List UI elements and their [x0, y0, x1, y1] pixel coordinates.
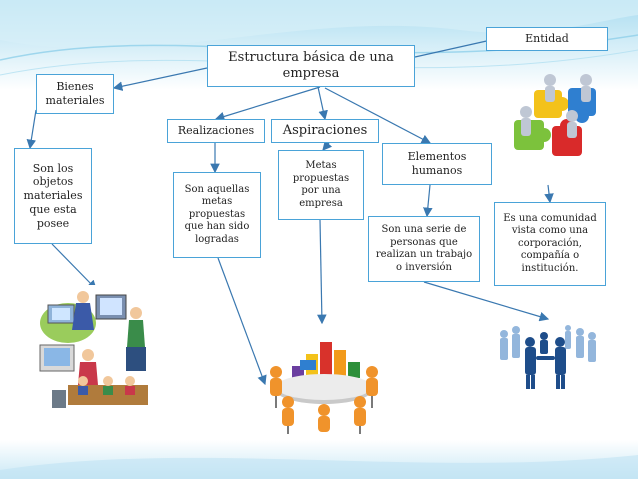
node-aspiraciones: Aspiraciones: [271, 119, 379, 143]
meeting-chart-clipart: [270, 342, 378, 434]
diagram-title: Estructura básica de una empresa: [207, 45, 415, 87]
office-workers-clipart: [38, 285, 156, 413]
node-entidad: Entidad: [486, 27, 608, 51]
node-realizaciones-definition: Son aquellas metas propuestas que han si…: [173, 172, 261, 258]
puzzle-people-icon: [514, 74, 596, 156]
node-bienes-definition: Son los objetos materiales que esta pose…: [14, 148, 92, 244]
node-elementos-humanos: Elementos humanos: [382, 143, 492, 185]
node-realizaciones: Realizaciones: [167, 119, 265, 143]
node-elementos-definition: Son una serie de personas que realizan u…: [368, 216, 480, 282]
node-bienes-materiales: Bienes materiales: [36, 74, 114, 114]
node-entidad-definition: Es una comunidad vista como una corporac…: [494, 202, 606, 286]
business-people-silhouettes: [500, 325, 596, 389]
node-aspiraciones-definition: Metas propuestas por una empresa: [278, 150, 364, 220]
